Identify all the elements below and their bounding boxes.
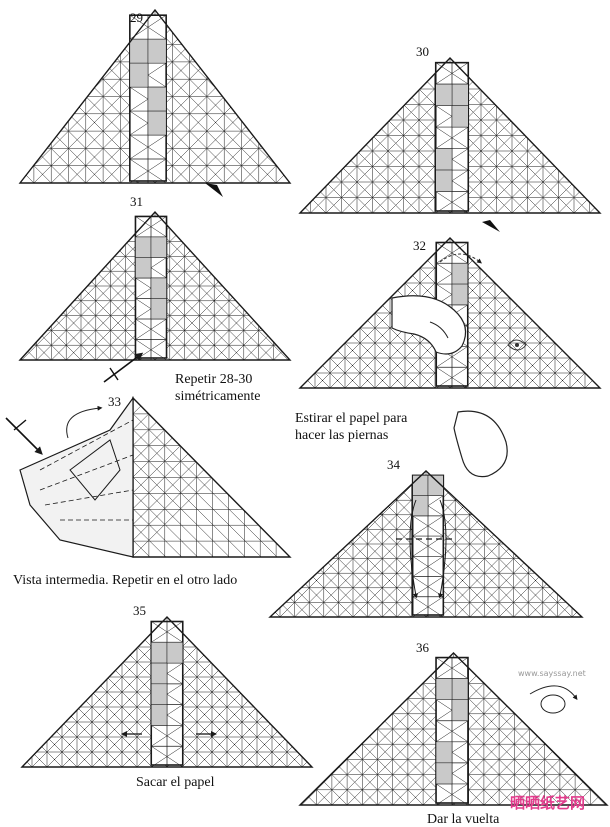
- triangle-outline: [20, 615, 314, 768]
- step-35-caption: Sacar el papel: [136, 775, 215, 790]
- step-33-number: 33: [108, 394, 121, 409]
- step-32-eye-pupil: [515, 343, 519, 347]
- central-flap: [150, 620, 184, 768]
- step-35-number: 35: [133, 603, 146, 618]
- triangle-outline: [298, 56, 602, 214]
- step-31-number: 31: [130, 194, 143, 209]
- step-31-caption-line-2: simétricamente: [175, 389, 261, 404]
- step-33-push-arrow-tick: [13, 419, 27, 431]
- step-34-number: 34: [387, 457, 401, 472]
- step-31-arrow-tick: [109, 367, 119, 381]
- step-32-caption-line-1: Estirar el papel para: [295, 411, 408, 426]
- central-flap: [434, 61, 470, 214]
- step-36-number: 36: [416, 640, 430, 655]
- triangle-outline: [268, 470, 584, 618]
- step-32-caption-line-2: hacer las piernas: [295, 428, 388, 443]
- step-33-push-arrow: [5, 417, 43, 455]
- triangle-outline: [18, 210, 292, 361]
- step-31: 31 Repetir 28-30 simétricamente: [18, 194, 292, 404]
- step-35-diagram: [20, 615, 314, 768]
- triangle-outline: [18, 8, 292, 184]
- step-32-eye-icon: [507, 339, 527, 351]
- step-31-arrow: [103, 352, 144, 383]
- step-29-number: 29: [130, 10, 143, 25]
- watermark-text: 晒晒纸艺网: [510, 794, 585, 812]
- step-30-fold-arrow: [482, 220, 500, 232]
- step-34-arrow-right: [437, 499, 447, 599]
- central-flap: [411, 474, 445, 618]
- triangle-outline: [298, 652, 609, 806]
- central-flap: [129, 14, 167, 184]
- central-flap: [134, 215, 168, 361]
- step-36-turn-over-arrow: [529, 685, 578, 701]
- step-29-fold-arrow: [205, 183, 223, 197]
- step-33-caption: Vista intermedia. Repetir en el otro lad…: [13, 573, 237, 588]
- step-32-stretch-arrow: [439, 253, 482, 264]
- step-32-hand-bottom: [453, 410, 508, 478]
- step-36-turn-over-icon: [540, 694, 566, 714]
- step-31-caption-line-1: Repetir 28-30: [175, 372, 252, 387]
- step-33-flap-detail: [69, 439, 121, 501]
- step-33-curl-arrow: [66, 405, 103, 439]
- step-30-number: 30: [416, 44, 429, 59]
- central-flap: [435, 656, 469, 806]
- watermark: 晒晒纸艺网 www.sayssay.net: [510, 669, 586, 812]
- step-32-number: 32: [413, 238, 426, 253]
- step-32-hand-top: [391, 295, 467, 355]
- step-32-hand-finger: [429, 321, 449, 339]
- step-34-arrow-left: [409, 499, 419, 599]
- watermark-url: www.sayssay.net: [518, 669, 586, 678]
- step-36-caption: Dar la vuelta: [427, 812, 500, 827]
- step-31-diagram: [18, 210, 292, 361]
- step-33-flap-folds: [39, 419, 134, 521]
- triangle-outline: [298, 237, 602, 389]
- step-35: 35 Sacar el papel: [20, 603, 314, 790]
